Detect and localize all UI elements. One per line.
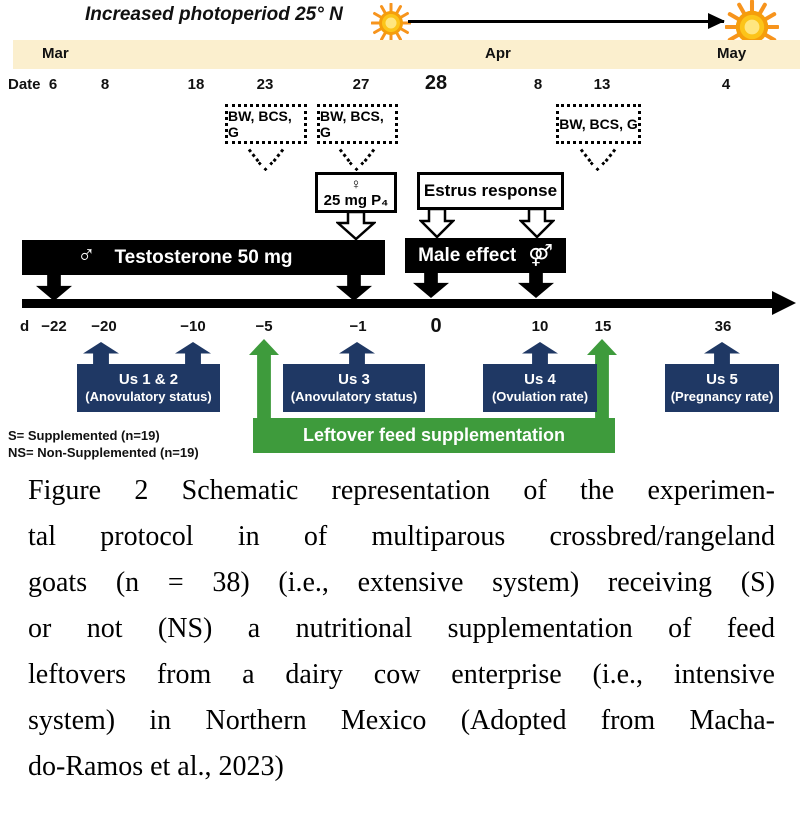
us-box-subtitle: (Anovulatory status) <box>85 389 212 405</box>
date-value: 27 <box>352 76 370 93</box>
caption-line: system) in Northern Mexico (Adopted from… <box>28 705 775 736</box>
date-value: 4 <box>721 76 731 93</box>
caption-line: or not (NS) a nutritional supplementatio… <box>28 613 775 644</box>
legend-supplemented: S= Supplemented (n=19) <box>8 428 160 443</box>
caption-line: Figure 2 Schematic representation of the… <box>28 475 775 506</box>
outlined-down-arrow <box>519 208 555 238</box>
sampling-box: BW, BCS, G <box>317 104 398 144</box>
us-box-4: Us 4 (Ovulation rate) <box>483 364 597 412</box>
us-box-title: Us 3 <box>338 370 370 388</box>
male-icon: ♂ <box>77 241 96 269</box>
us-box-5: Us 5 (Pregnancy rate) <box>665 364 779 412</box>
date-value: 23 <box>256 76 274 93</box>
progesterone-box: ♀ 25 mg P₄ <box>315 172 397 213</box>
photoperiod-arrow-line <box>408 20 724 23</box>
caption-line: tal protocol in of multiparous crossbred… <box>28 521 775 552</box>
month-label-may: May <box>717 45 747 62</box>
estrus-response-box: Estrus response <box>417 172 564 210</box>
progesterone-label: 25 mg P₄ <box>323 191 389 209</box>
navy-up-arrow <box>83 342 119 365</box>
female-icon: ♀ <box>350 176 362 194</box>
dashed-down-arrow <box>246 146 286 178</box>
dashed-down-arrow <box>578 146 618 178</box>
day-axis-label: d <box>20 318 30 335</box>
day-tick: 0 <box>430 315 442 337</box>
us-box-subtitle: (Ovulation rate) <box>491 389 589 405</box>
figure-caption: Figure 2 Schematic representation of the… <box>28 468 775 790</box>
us-box-subtitle: (Pregnancy rate) <box>670 389 774 405</box>
day-tick: 10 <box>531 318 549 335</box>
black-down-arrow <box>336 275 372 301</box>
male-effect-bar: Male effect ⚤ <box>405 238 566 273</box>
black-down-arrow <box>36 275 72 301</box>
caption-line: do-Ramos et al., 2023) <box>28 751 284 782</box>
day-tick: 36 <box>714 318 732 335</box>
date-value: 28 <box>424 72 448 94</box>
green-up-arrow <box>249 339 279 419</box>
supplementation-bar: Leftover feed supplementation <box>253 418 615 453</box>
us-box-1-2: Us 1 & 2 (Anovulatory status) <box>77 364 220 412</box>
day-tick: −5 <box>255 318 273 335</box>
timeline-arrowhead <box>772 291 796 315</box>
day-tick: 15 <box>594 318 612 335</box>
group-legend: S= Supplemented (n=19) NS= Non-Supplemen… <box>8 427 199 461</box>
day-tick: −22 <box>41 318 67 335</box>
outlined-down-arrow <box>336 211 376 240</box>
us-box-subtitle: (Anovulatory status) <box>290 389 418 405</box>
testosterone-label: Testosterone 50 mg <box>114 246 293 268</box>
male-female-interlocked-icon: ⚤ <box>528 244 553 267</box>
photoperiod-title: Increased photoperiod 25° N <box>85 4 343 25</box>
navy-up-arrow <box>522 342 558 365</box>
timeline-axis <box>22 299 774 308</box>
sampling-box: BW, BCS, G <box>556 104 641 144</box>
legend-non-supplemented: NS= Non-Supplemented (n=19) <box>8 445 199 460</box>
male-effect-label: Male effect <box>418 244 517 266</box>
navy-up-arrow <box>175 342 211 365</box>
outlined-down-arrow <box>419 208 455 238</box>
testosterone-bar: ♂ Testosterone 50 mg <box>22 240 385 275</box>
us-box-title: Us 4 <box>524 370 556 388</box>
sampling-box: BW, BCS, G <box>225 104 307 144</box>
month-label-mar: Mar <box>42 45 69 62</box>
us-box-title: Us 1 & 2 <box>118 370 179 388</box>
navy-up-arrow <box>704 342 740 365</box>
month-label-apr: Apr <box>485 45 511 62</box>
date-value: 8 <box>100 76 110 93</box>
us-box-3: Us 3 (Anovulatory status) <box>283 364 425 412</box>
date-value: 8 <box>533 76 543 93</box>
sun-icon <box>371 3 411 43</box>
month-bar: Mar Apr May <box>13 40 800 69</box>
day-tick: −1 <box>349 318 367 335</box>
caption-line: leftovers from a dairy cow enterprise (i… <box>28 659 775 690</box>
us-box-title: Us 5 <box>706 370 738 388</box>
date-row-label: Date <box>8 76 41 93</box>
date-value: 6 <box>48 76 58 93</box>
navy-up-arrow <box>339 342 375 365</box>
day-tick: −20 <box>91 318 117 335</box>
photoperiod-arrowhead <box>708 13 725 29</box>
date-value: 13 <box>593 76 611 93</box>
black-down-arrow <box>518 272 554 298</box>
day-tick: −10 <box>180 318 206 335</box>
black-down-arrow <box>413 272 449 298</box>
caption-line: goats (n = 38) (i.e., extensive system) … <box>28 567 775 598</box>
date-value: 18 <box>187 76 205 93</box>
